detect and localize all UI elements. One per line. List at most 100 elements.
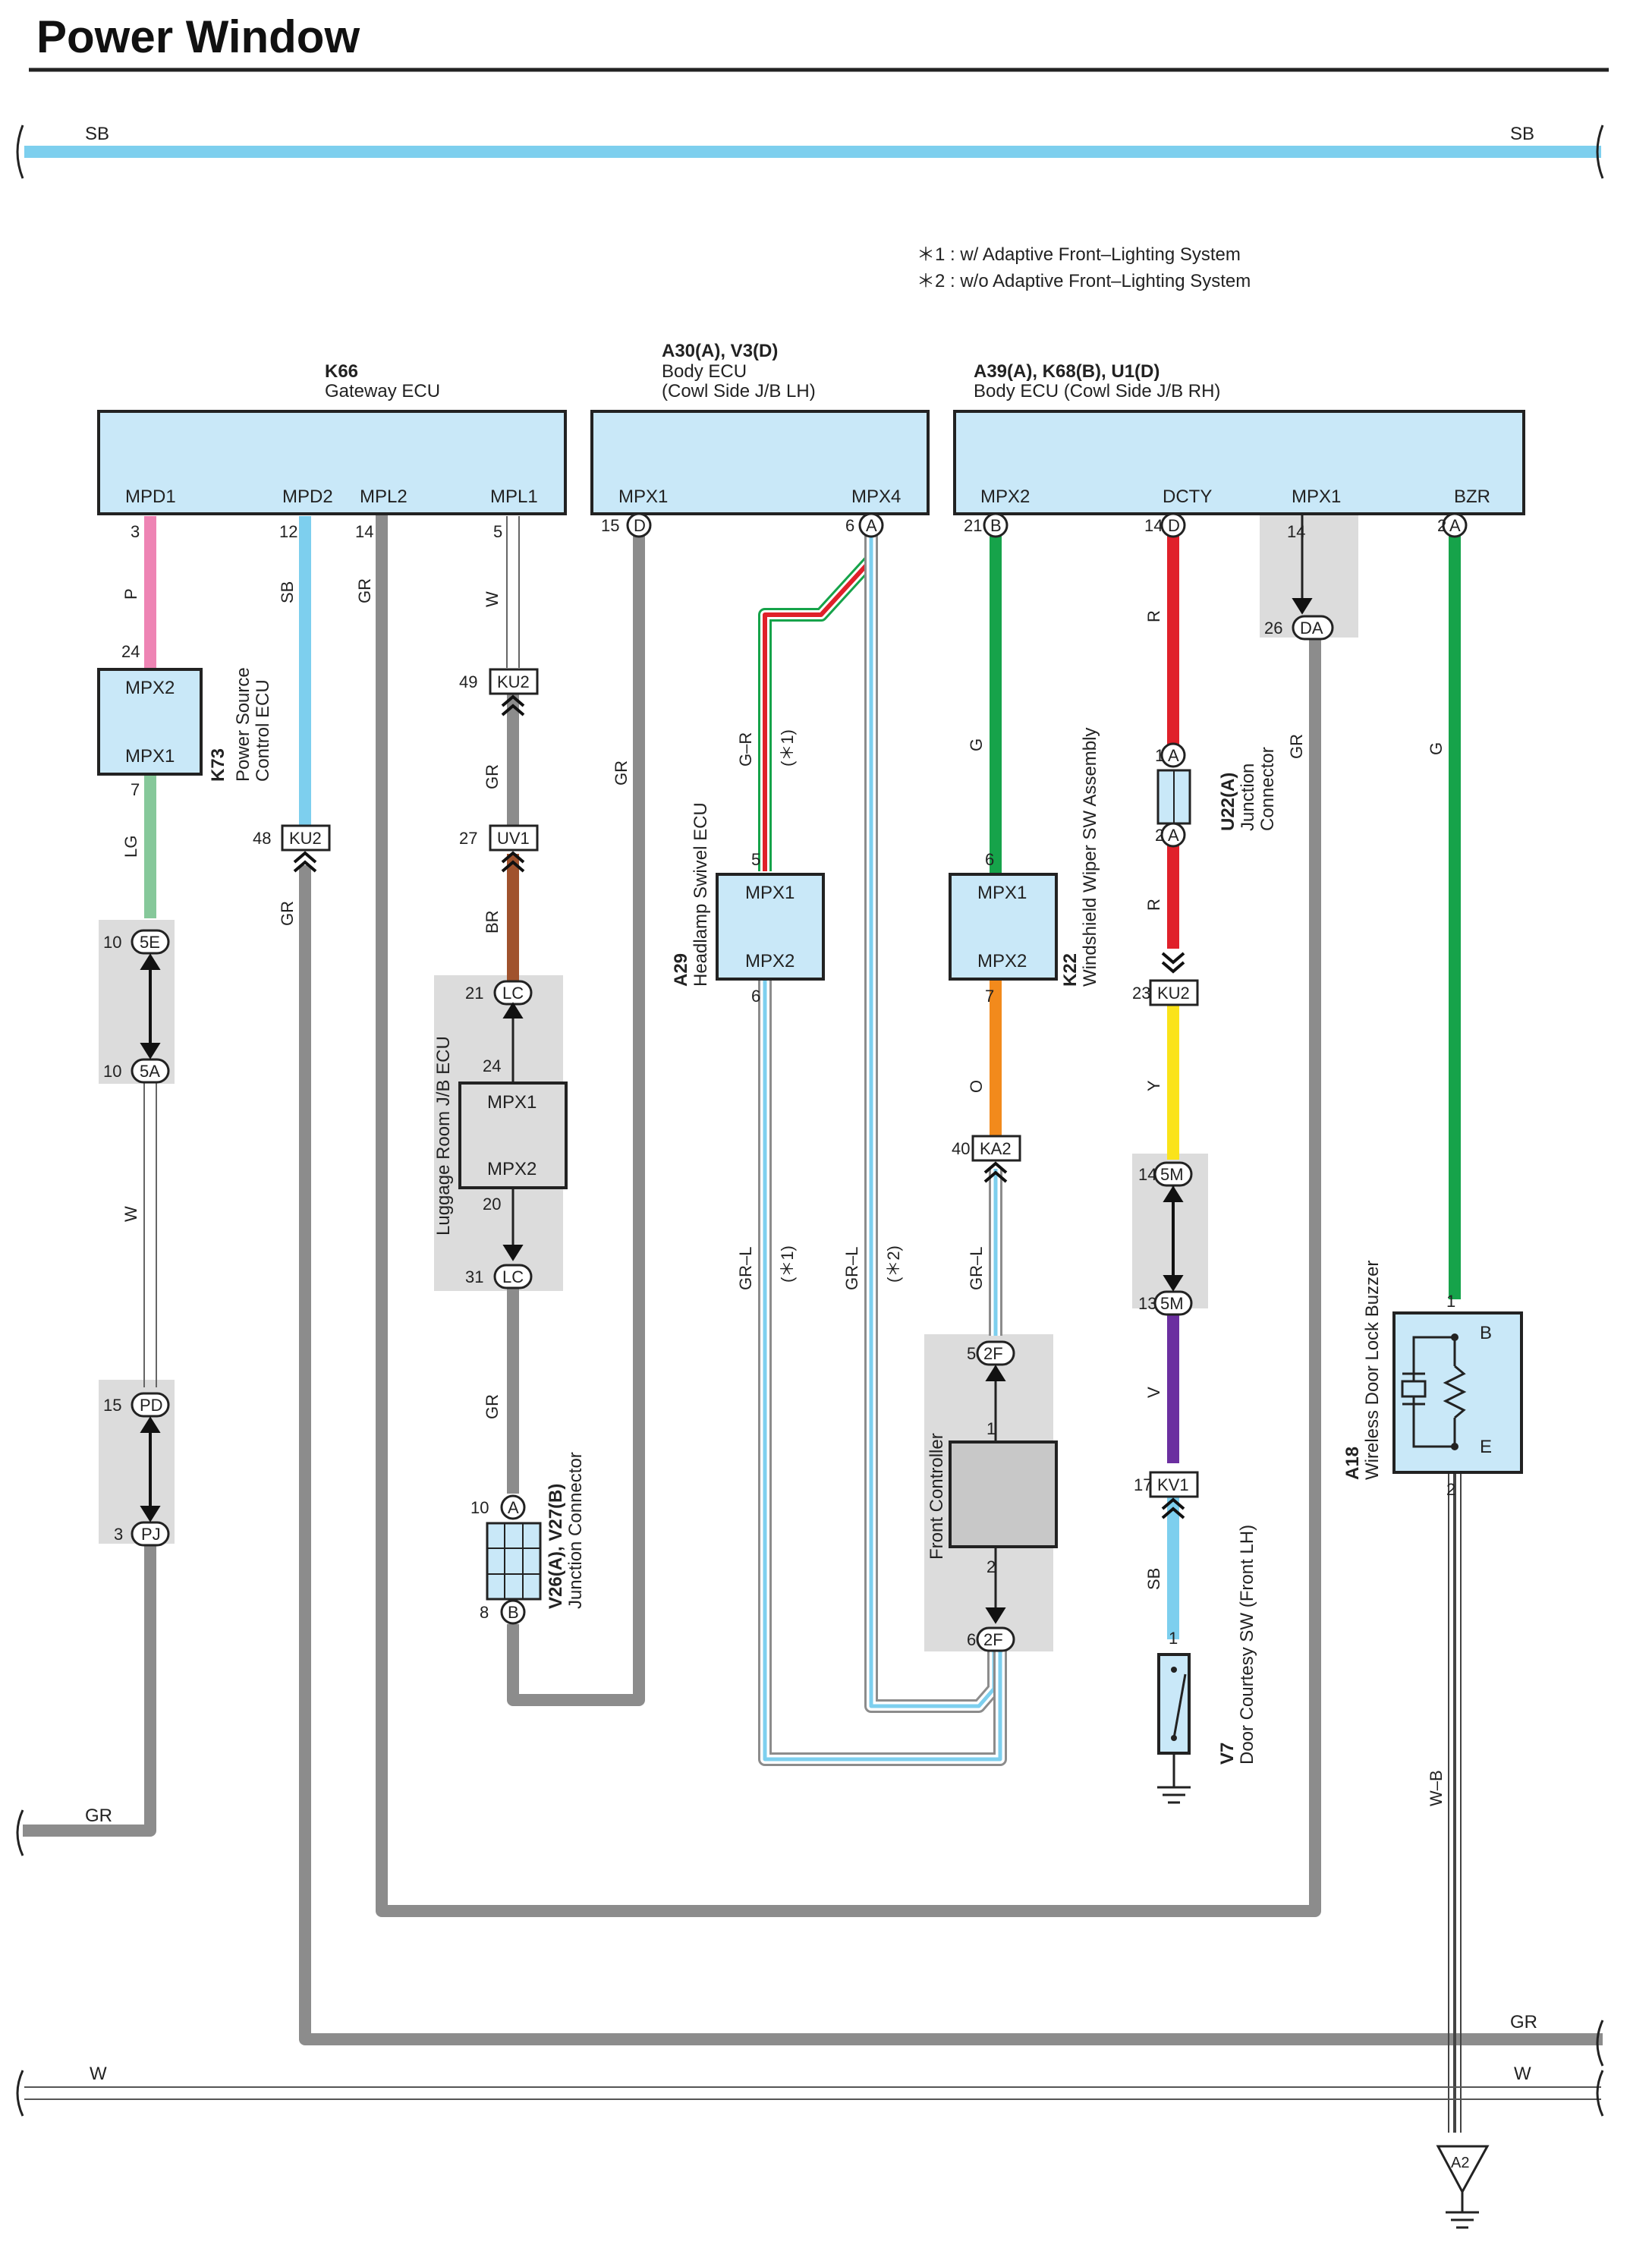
svg-text:8: 8 [480, 1603, 489, 1622]
svg-text:B: B [508, 1603, 519, 1622]
svg-text:13: 13 [1138, 1294, 1156, 1313]
k22-pin-mpx1: MPX1 [977, 883, 1027, 903]
circle-pins: D A B D A A A A B [500, 512, 1468, 1625]
svg-text:W: W [483, 591, 502, 607]
a18-pin-b: B [1480, 1323, 1492, 1343]
svg-text:2: 2 [1446, 1480, 1455, 1499]
body-lh-pin-mpx4: MPX4 [851, 486, 901, 507]
svg-text:6: 6 [967, 1630, 976, 1649]
body-rh-pin-bzr: BZR [1454, 486, 1490, 507]
u22-name-1: Junction [1238, 764, 1258, 831]
svg-text:21: 21 [964, 516, 982, 535]
luggage-room-jb-ecu: MPX1 MPX2 Luggage Room J/B ECU [433, 1036, 568, 1236]
svg-text:5: 5 [967, 1344, 976, 1363]
svg-text:23: 23 [1132, 984, 1150, 1003]
v26-ref: V26(A), V27(B) [546, 1484, 566, 1609]
svg-text:DA: DA [1300, 619, 1323, 638]
svg-text:5: 5 [751, 850, 760, 869]
a18-ref: A18 [1342, 1447, 1363, 1480]
front-controller: Front Controller [927, 1433, 1058, 1560]
w-bus-label-right: W [1514, 2064, 1531, 2084]
pin-numbers: 3 12 14 5 15 6 21 14 14 2 24 7 48 49 27 … [103, 516, 1455, 1649]
svg-text:1: 1 [1155, 746, 1164, 765]
svg-text:SB: SB [1144, 1568, 1163, 1590]
svg-text:27: 27 [459, 829, 477, 848]
svg-text:G: G [1427, 742, 1446, 755]
svg-text:G–R: G–R [736, 732, 755, 767]
svg-text:KV1: KV1 [1157, 1475, 1189, 1494]
svg-text:KA2: KA2 [980, 1139, 1012, 1158]
connector-ku2-mid: KU2 [281, 824, 331, 852]
k22-name: Windshield Wiper SW Assembly [1080, 728, 1100, 987]
connector-pj: PJ [131, 1521, 170, 1547]
svg-text:GR: GR [355, 578, 374, 603]
k66-pin-mpd2: MPD2 [282, 486, 333, 507]
luggage-pin-mpx2: MPX2 [487, 1159, 537, 1179]
body-rh-pin-mpx1: MPX1 [1292, 486, 1341, 507]
svg-text:6: 6 [985, 850, 994, 869]
sb-bus-label-left: SB [85, 124, 109, 144]
connector-5a: 5A [131, 1058, 170, 1084]
connector-pd: PD [131, 1392, 170, 1418]
a18-name: Wireless Door Lock Buzzer [1362, 1261, 1383, 1480]
svg-text:14: 14 [1138, 1165, 1156, 1184]
a29-pin-mpx2: MPX2 [745, 951, 795, 971]
pin-circle-b-rh: B [983, 512, 1009, 538]
svg-text:26: 26 [1264, 619, 1282, 638]
svg-text:14: 14 [1287, 522, 1305, 541]
sb-bus: SB SB [16, 124, 1604, 179]
svg-text:GR: GR [483, 764, 502, 789]
svg-text:3: 3 [131, 522, 140, 541]
gr-bus-label-left: GR [85, 1806, 112, 1826]
svg-text:D: D [634, 516, 646, 535]
svg-text:A: A [866, 516, 877, 535]
svg-text:17: 17 [1134, 1475, 1152, 1494]
k66-pin-mpl1: MPL1 [490, 486, 538, 507]
svg-text:KU2: KU2 [1157, 984, 1190, 1003]
a18-wireless-door-lock-buzzer: B E A18 Wireless Door Lock Buzzer [1342, 1261, 1523, 1480]
ground-ref: A2 [1451, 2155, 1469, 2171]
body-lh-name: Body ECU [662, 361, 747, 382]
bottom-buses: GR GR W W [16, 1806, 1604, 2117]
svg-text:PJ: PJ [141, 1525, 161, 1544]
svg-text:1: 1 [1446, 1292, 1455, 1311]
svg-text:W: W [121, 1206, 140, 1222]
svg-text:D: D [1168, 516, 1180, 535]
u22-name-2: Connector [1257, 747, 1278, 831]
svg-text:Y: Y [1144, 1080, 1163, 1091]
svg-text:2F: 2F [983, 1344, 1003, 1363]
connector-5m-bottom: 5M [1153, 1290, 1193, 1316]
v26-name: Junction Connector [565, 1452, 586, 1609]
v26-junction-connector: V26(A), V27(B) Junction Connector [486, 1452, 586, 1609]
svg-text:24: 24 [483, 1056, 501, 1075]
svg-text:14: 14 [1144, 516, 1163, 535]
k66-pin-mpd1: MPD1 [125, 486, 176, 507]
k73-power-source-ecu: MPX2 MPX1 K73 Power Source Control ECU [97, 667, 273, 782]
pin-circle-a-u22-bottom: A [1160, 822, 1186, 848]
svg-text:LG: LG [121, 836, 140, 858]
svg-text:A: A [1449, 516, 1461, 535]
k22-ref: K22 [1060, 953, 1081, 987]
pin-circle-a-u22-top: A [1160, 742, 1186, 768]
pin-circle-a-lh: A [858, 512, 884, 538]
k73-name-1: Power Source [233, 667, 253, 782]
connector-uv1: UV1 [489, 824, 539, 852]
svg-text:PD: PD [140, 1396, 163, 1415]
svg-text:1: 1 [986, 1419, 996, 1438]
a29-name: Headlamp Swivel ECU [691, 802, 711, 987]
gr-bus-label-right: GR [1510, 2012, 1537, 2032]
body-rh-pin-dcty: DCTY [1163, 486, 1212, 507]
svg-text:10: 10 [103, 1062, 121, 1081]
svg-text:A: A [1168, 746, 1179, 765]
svg-text:GR: GR [1287, 734, 1306, 759]
k66-gateway-ecu: K66 Gateway ECU MPD1 MPD2 MPL2 MPL1 [97, 361, 567, 515]
svg-text:48: 48 [253, 829, 271, 848]
connector-ku2-left: KU2 [489, 668, 539, 695]
a29-pin-mpx1: MPX1 [745, 883, 795, 903]
a18-pin-e: E [1480, 1437, 1492, 1457]
u22-junction-connector: U22(A) Junction Connector [1156, 747, 1278, 831]
svg-text:2F: 2F [983, 1630, 1003, 1649]
svg-text:A: A [1168, 826, 1179, 845]
connector-lc-top: LC [493, 980, 533, 1006]
